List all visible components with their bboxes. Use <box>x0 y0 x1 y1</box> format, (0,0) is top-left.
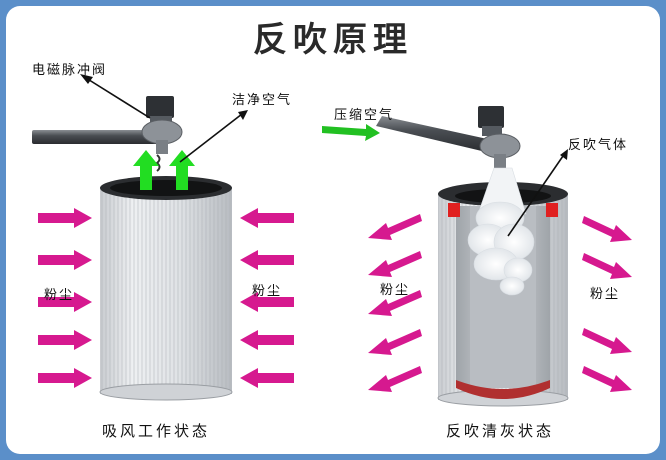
air-pointer-line <box>179 113 243 163</box>
page-title: 反吹原理 <box>253 20 413 60</box>
blow-pointer-head <box>560 149 568 160</box>
left-dust-arrows-outer <box>38 208 92 388</box>
right-caption: 反吹清灰状态 <box>446 422 555 440</box>
blow-air-label: 反吹气体 <box>568 138 629 153</box>
valve-pointer-head <box>80 74 93 84</box>
right-dust-label-2: 粉尘 <box>590 287 621 302</box>
left-filter-cartridge <box>99 176 233 401</box>
valve-pointer-line <box>85 77 151 119</box>
left-dust-label-2: 粉尘 <box>252 284 283 299</box>
right-filter-cartridge <box>437 182 569 407</box>
right-panel-dust-arrows-right <box>582 216 632 392</box>
left-caption: 吸风工作状态 <box>102 422 211 440</box>
left-dust-label-1: 粉尘 <box>44 288 75 303</box>
clean-air-arrows <box>133 150 195 190</box>
blow-air-cloud <box>467 167 535 296</box>
right-pulse-valve <box>376 106 521 168</box>
left-pulse-valve <box>32 96 183 172</box>
right-panel-dust-arrows-left <box>368 214 422 392</box>
seal-ring-right <box>546 203 558 217</box>
clean-air-label: 洁净空气 <box>232 93 293 108</box>
seal-ring-left <box>448 203 460 217</box>
right-dust-arrows-outer <box>240 208 294 388</box>
compressed-air-label: 压缩空气 <box>334 108 395 123</box>
blow-pointer-line <box>507 155 564 237</box>
right-dust-label-1: 粉尘 <box>380 283 411 298</box>
valve-label: 电磁脉冲阀 <box>32 63 108 78</box>
compressed-air-arrow <box>322 124 380 141</box>
air-pointer-head <box>238 110 248 120</box>
